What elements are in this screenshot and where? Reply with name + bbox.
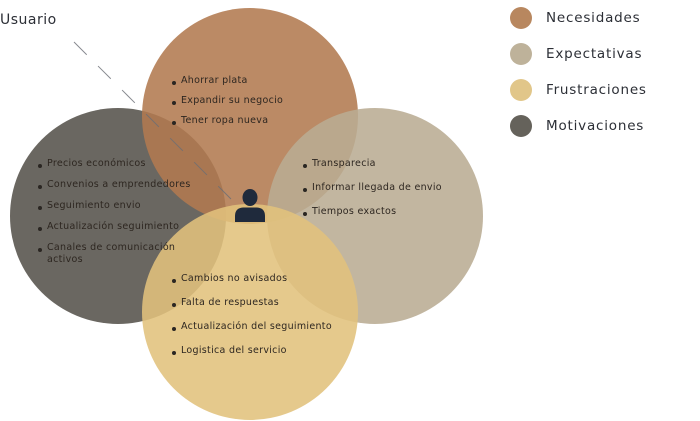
list-item: Tener ropa nueva	[172, 115, 283, 127]
list-item: Expandir su negocio	[172, 95, 283, 107]
list-item: Canales de comunicación activos	[38, 242, 177, 266]
legend-dot-icon	[510, 115, 532, 137]
list-item: Actualización del seguimiento	[172, 321, 332, 333]
list-item: Tiempos exactos	[303, 206, 442, 218]
legend-label: Motivaciones	[546, 118, 645, 134]
legend-item-frustraciones: Frustraciones	[510, 72, 647, 108]
list-item: Actualización seguimiento	[38, 221, 191, 233]
legend-label: Frustraciones	[546, 82, 647, 98]
list-item: Transparecia	[303, 158, 442, 170]
legend-item-expectativas: Expectativas	[510, 36, 647, 72]
list-item: Cambios no avisados	[172, 273, 332, 285]
list-item: Falta de respuestas	[172, 297, 332, 309]
list-item: Seguimiento envio	[38, 200, 191, 212]
list-item: Informar llegada de envio	[303, 182, 442, 194]
frustraciones-list: Cambios no avisados Falta de respuestas …	[172, 273, 332, 369]
list-item: Ahorrar plata	[172, 75, 283, 87]
motivaciones-list: Precios económicos Convenios a emprended…	[38, 158, 191, 275]
legend: Necesidades Expectativas Frustraciones M…	[510, 0, 647, 144]
list-item: Logistica del servicio	[172, 345, 332, 357]
circle-frustraciones	[142, 204, 358, 420]
legend-dot-icon	[510, 79, 532, 101]
legend-item-necesidades: Necesidades	[510, 0, 647, 36]
legend-dot-icon	[510, 43, 532, 65]
user-icon	[235, 189, 265, 222]
legend-label: Expectativas	[546, 46, 643, 62]
expectativas-list: Transparecia Informar llegada de envio T…	[303, 158, 442, 230]
legend-item-motivaciones: Motivaciones	[510, 108, 647, 144]
list-item: Convenios a emprendedores	[38, 179, 191, 191]
diagram-title: Usuario	[0, 12, 57, 28]
legend-dot-icon	[510, 7, 532, 29]
legend-label: Necesidades	[546, 10, 641, 26]
list-item: Precios económicos	[38, 158, 191, 170]
necesidades-list: Ahorrar plata Expandir su negocio Tener …	[172, 75, 283, 135]
